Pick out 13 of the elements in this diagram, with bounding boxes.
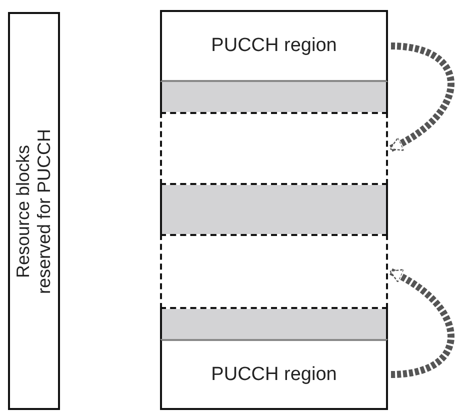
dashed-band [160, 234, 388, 309]
shaded-band [160, 185, 388, 234]
shaded-band [160, 82, 388, 112]
label-box [8, 12, 60, 410]
curved-arrow [389, 268, 454, 378]
curved-arrow [389, 42, 454, 152]
region-label: PUCCH region [211, 35, 337, 57]
vertical-label: Resource blocks reserved for PUCCH [13, 127, 55, 296]
region-band [160, 339, 388, 410]
region-label: PUCCH region [211, 364, 337, 386]
region-band [160, 10, 388, 82]
shaded-band [160, 309, 388, 339]
dashed-band [160, 112, 388, 185]
